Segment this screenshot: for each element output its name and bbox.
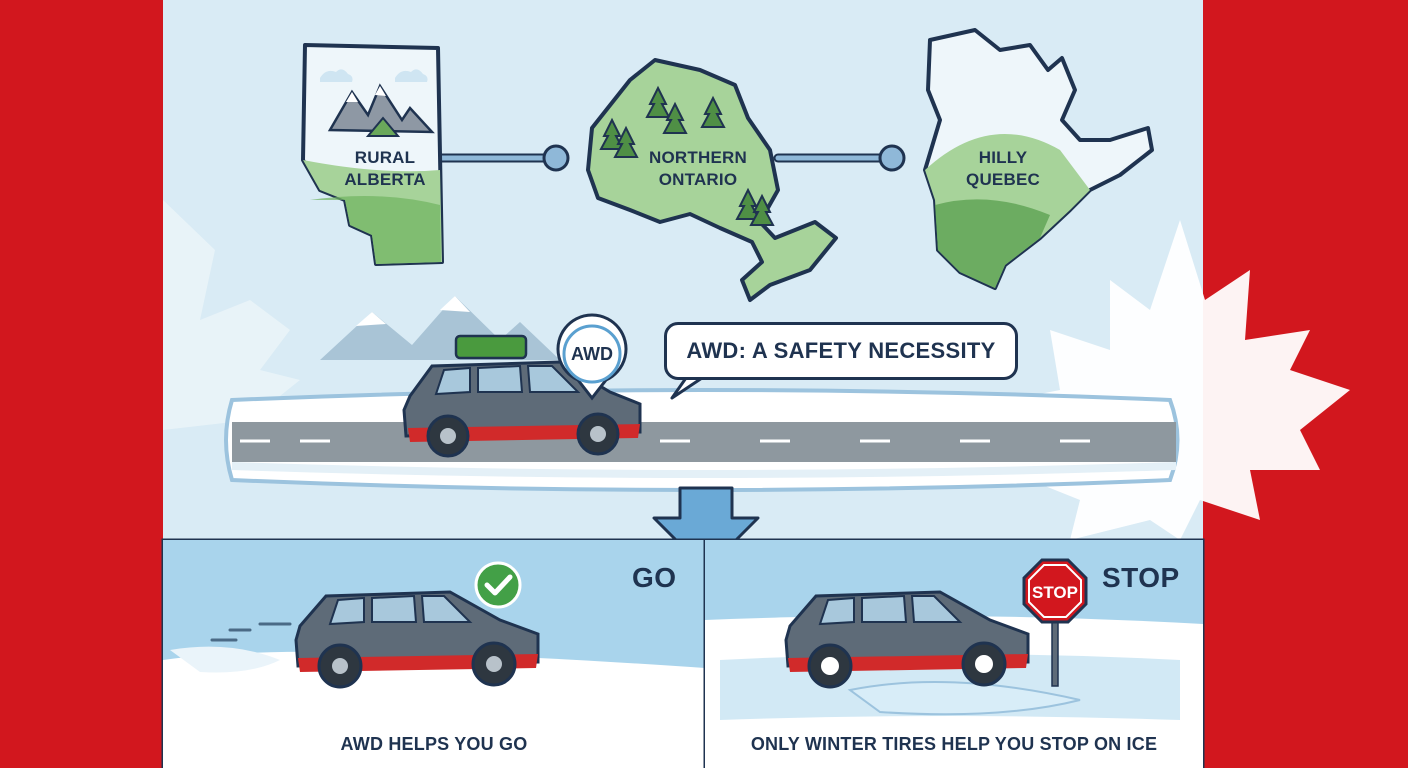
region-label-line: HILLY — [978, 148, 1028, 167]
region-label-line: ALBERTA — [344, 170, 426, 189]
region-label-line: ONTARIO — [658, 170, 738, 189]
panel-stop-title: STOP — [1102, 562, 1180, 593]
maple-leaf-icon — [1010, 220, 1350, 540]
car-icon-go — [294, 590, 540, 689]
region-map-quebec — [923, 28, 1154, 290]
region-map-ontario — [586, 58, 838, 302]
awd-pin-label: AWD — [571, 343, 613, 364]
region-label-ontario: NORTHERN ONTARIO — [638, 147, 758, 191]
panel-stop: STOP — [703, 538, 1205, 768]
pine-tree-icon — [599, 85, 775, 226]
region-label-line: NORTHERN — [649, 148, 747, 167]
region-label-alberta: RURAL ALBERTA — [335, 147, 435, 191]
stop-sign-icon: STOP — [1022, 558, 1088, 687]
region-label-quebec: HILLY QUEBEC — [948, 147, 1058, 191]
maple-leaf-left-fragment — [163, 200, 300, 430]
highway-road — [224, 388, 1180, 492]
panel-go-title: GO — [632, 562, 677, 593]
region-label-line: RURAL — [354, 148, 416, 167]
panel-stop-caption: ONLY WINTER TIRES HELP YOU STOP ON ICE — [750, 734, 1158, 754]
panel-go — [161, 538, 707, 768]
region-map-alberta — [301, 43, 444, 266]
flag-red-band-left — [0, 0, 163, 768]
check-icon — [474, 561, 522, 609]
safety-callout: AWD: A SAFETY NECESSITY — [664, 322, 1018, 380]
mountain-icon — [327, 83, 435, 137]
stop-sign-text: STOP — [1032, 583, 1078, 602]
location-pin-icon — [556, 313, 628, 401]
panel-go-caption: AWD HELPS YOU GO — [340, 734, 528, 754]
region-label-line: QUEBEC — [966, 170, 1040, 189]
car-icon-stop — [784, 590, 1030, 689]
region-connectors — [437, 144, 906, 172]
